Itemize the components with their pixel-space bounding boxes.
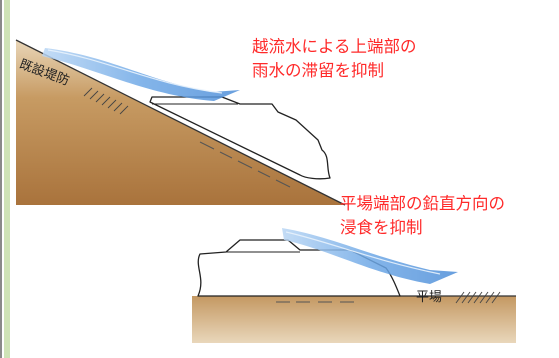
upper-dashed-boundary	[199, 141, 291, 188]
left-border	[0, 0, 2, 358]
upper-protection-block	[149, 96, 331, 180]
upper-annotation-line2: 雨水の滞留を抑制	[252, 61, 384, 80]
lower-hatching	[455, 291, 501, 304]
upper-slope-hatching	[83, 87, 129, 115]
upper-slope-line	[15, 39, 346, 206]
left-accent-bar	[4, 0, 10, 358]
flat-area-label: 平場	[416, 290, 443, 305]
lower-soil	[192, 296, 516, 343]
lower-annotation-line2: 浸食を抑制	[340, 218, 423, 237]
upper-annotation-line1: 越流水による上端部の	[252, 37, 417, 56]
lower-annotation-line1: 平場端部の鉛直方向の	[340, 194, 505, 213]
